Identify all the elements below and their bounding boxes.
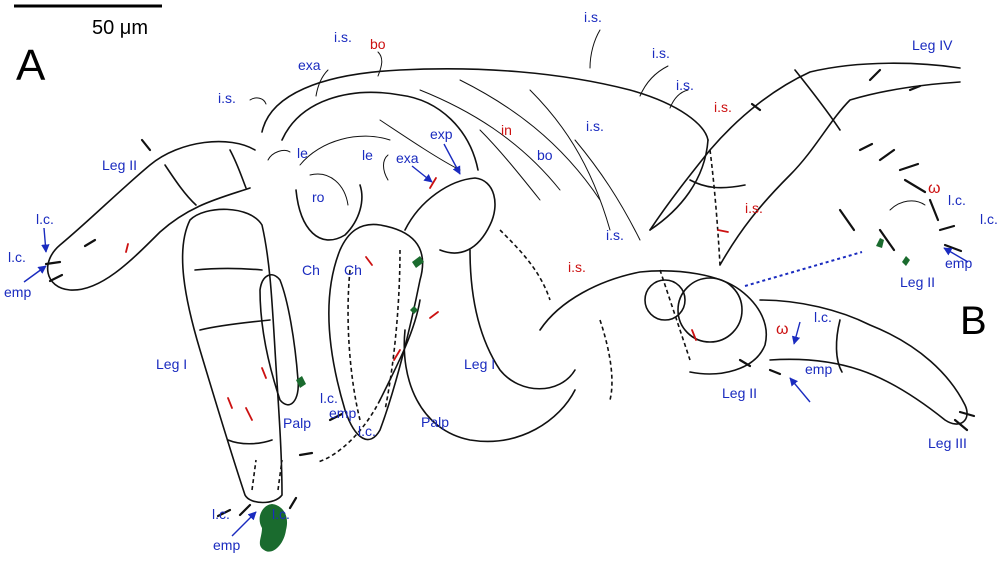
- label-is-red-3: i.s.: [568, 259, 586, 275]
- label-is-1: i.s.: [334, 29, 352, 45]
- panel-letter-a: A: [16, 41, 46, 90]
- inset-b-tarsus: [744, 142, 963, 287]
- label-lc-7: l.c.: [948, 192, 966, 208]
- label-is-red-2: i.s.: [745, 200, 763, 216]
- label-ch-1: Ch: [302, 262, 320, 278]
- label-exa-1: exa: [298, 57, 321, 73]
- label-is-3: i.s.: [652, 45, 670, 61]
- sensilli: [249, 29, 689, 181]
- panel-letter-b: B: [960, 299, 987, 343]
- label-in: in: [501, 122, 512, 138]
- label-is-4: i.s.: [676, 77, 694, 93]
- gnathosoma: [281, 91, 479, 241]
- label-lc-5: l.c.: [212, 506, 230, 522]
- label-lc-9: l.c.: [814, 309, 832, 325]
- label-lc-4: l.c.: [358, 423, 376, 439]
- label-exp: exp: [430, 126, 453, 142]
- label-bo-red: bo: [370, 36, 386, 52]
- chelicera-palp: [298, 177, 576, 463]
- label-lc-10: emp: [805, 361, 832, 377]
- scale-bar: 50 μm: [14, 4, 162, 39]
- label-omega-2: ω: [776, 321, 789, 338]
- leg-ii-left: [44, 138, 256, 291]
- leg-i-right: [539, 269, 782, 401]
- pointer-arrows: [23, 143, 969, 537]
- label-is-red-1: i.s.: [714, 99, 732, 115]
- label-ch-2: Ch: [344, 262, 362, 278]
- label-palp-1: Palp: [283, 415, 311, 431]
- label-is-7: i.s.: [606, 227, 624, 243]
- idiosoma-outline: [261, 68, 709, 443]
- label-leg-ii-right: Leg II: [722, 385, 757, 401]
- label-palp-2: Palp: [421, 414, 449, 430]
- leg-iii: [759, 299, 976, 432]
- labels-blue: i.s. i.s. i.s. i.s. i.s. i.s. i.s. exa e…: [4, 9, 998, 553]
- label-le-2: le: [362, 147, 373, 163]
- label-emp-1: emp: [4, 284, 31, 300]
- label-leg-i-left: Leg I: [156, 356, 187, 372]
- labels-red: bo in i.s. i.s. i.s. ω ω: [370, 36, 941, 338]
- leg-i-left: [181, 208, 298, 552]
- label-lc-2: l.c.: [8, 249, 26, 265]
- label-leg-i-center: Leg I: [464, 356, 495, 372]
- label-is-5: i.s.: [218, 90, 236, 106]
- label-is-6: i.s.: [586, 118, 604, 134]
- label-lc-3: l.c.: [320, 390, 338, 406]
- label-is-2: i.s.: [584, 9, 602, 25]
- label-emp-2: emp: [329, 405, 356, 421]
- label-leg-ii-inset: Leg II: [900, 274, 935, 290]
- label-leg-ii-left: Leg II: [102, 157, 137, 173]
- label-emp-4: emp: [945, 255, 972, 271]
- label-emp-3: emp: [213, 537, 240, 553]
- scale-bar-label: 50 μm: [92, 17, 148, 39]
- label-exa-2: exa: [396, 150, 419, 166]
- leg-i-inner: [259, 274, 306, 406]
- label-leg-iv: Leg IV: [912, 37, 953, 53]
- label-lc-6: l.c.: [272, 506, 290, 522]
- label-omega-1: ω: [928, 180, 941, 197]
- leg-iv: [649, 62, 961, 266]
- label-lc-1: l.c.: [36, 211, 54, 227]
- label-leg-iii: Leg III: [928, 435, 967, 451]
- label-lc-8: l.c.: [980, 211, 998, 227]
- label-ro: ro: [312, 189, 325, 205]
- label-le-1: le: [297, 145, 308, 161]
- label-bo-blue: bo: [537, 147, 553, 163]
